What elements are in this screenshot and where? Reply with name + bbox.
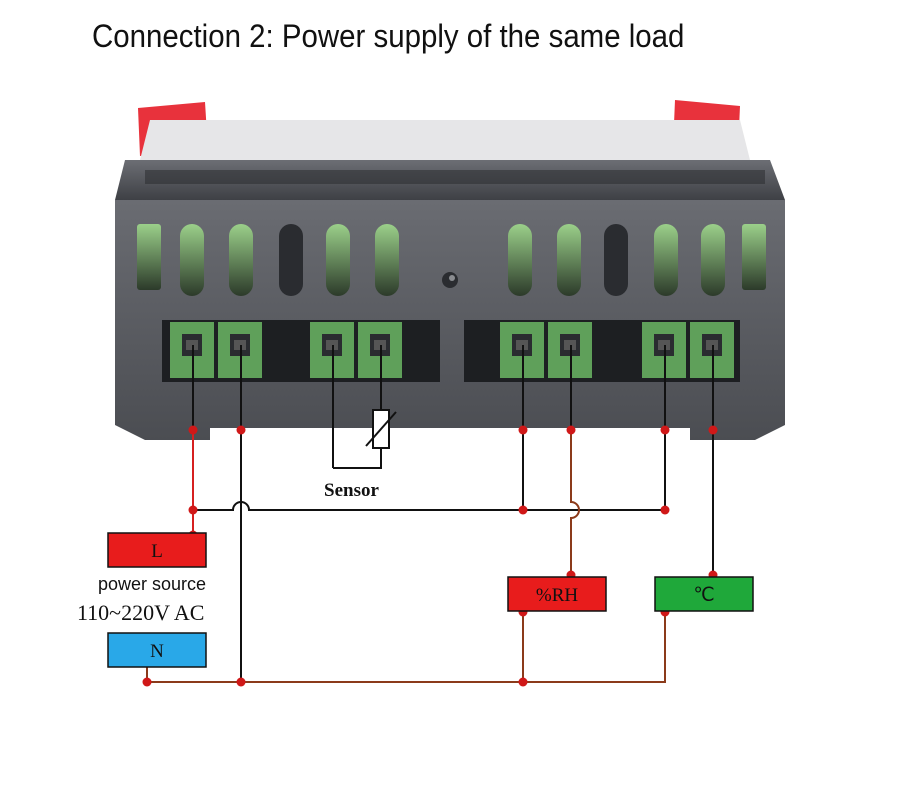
live-terminal-box: L (107, 532, 207, 568)
temp-load-label: ℃ (693, 585, 714, 606)
rh-load-label: %RH (536, 585, 579, 606)
controller-housing (115, 100, 785, 440)
junction-dots (142, 425, 718, 687)
live-label: L (151, 541, 163, 562)
diagram-title: Connection 2: Power supply of the same l… (92, 18, 685, 54)
rh-output-wire (570, 430, 580, 575)
live-bus (193, 501, 665, 511)
sensor-label: Sensor (324, 480, 379, 501)
voltage-label: 110~220V AC (77, 600, 204, 625)
rh-load-box: %RH (507, 576, 607, 612)
neutral-label: N (150, 641, 164, 662)
temp-load-box: ℃ (654, 576, 754, 612)
wiring (146, 345, 714, 683)
housing-top-face (140, 120, 750, 160)
sensor-wire (333, 448, 382, 469)
neutral-bus (146, 612, 666, 683)
neutral-terminal-box: N (107, 632, 207, 668)
power-source-label: power source (98, 574, 206, 594)
vent-slots (137, 224, 766, 296)
sensor-thermistor (365, 409, 397, 449)
